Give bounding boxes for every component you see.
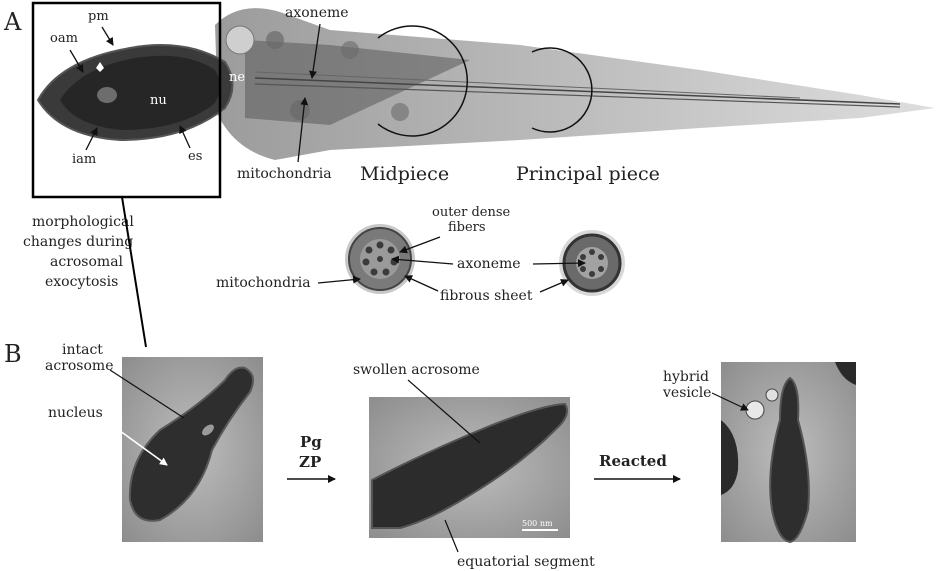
label-outer-dense-1: outer dense <box>432 205 511 220</box>
caption-line-4: exocytosis <box>45 274 118 290</box>
arrow-fibrous-sheet-right <box>539 279 569 293</box>
sperm-flagellum-image <box>215 8 935 160</box>
label-axoneme-top: axoneme <box>285 5 349 21</box>
label-oam: oam <box>50 31 78 46</box>
arrow-intact <box>109 369 185 419</box>
arrow-swollen <box>407 379 481 444</box>
midpiece-cross-section <box>345 224 415 294</box>
label-equatorial: equatorial segment <box>457 554 595 570</box>
label-zp: ZP <box>299 453 321 471</box>
label-outer-dense-2: fibers <box>448 220 486 235</box>
arrow-iam <box>85 127 98 151</box>
arrow-fibrous-sheet-left <box>404 275 439 292</box>
label-nu: nu <box>150 93 167 108</box>
inset-connector <box>121 196 147 348</box>
caption-line-1: morphological <box>32 214 134 230</box>
label-hybrid-2: vesicle <box>662 385 711 401</box>
label-principal-piece: Principal piece <box>516 163 660 185</box>
arrow-outer-dense <box>399 236 441 254</box>
principal-piece-bracket <box>531 47 593 133</box>
label-mitochondria-cs: mitochondria <box>216 275 311 291</box>
label-fibrous-sheet: fibrous sheet <box>440 288 533 304</box>
panel-label-a: A <box>3 8 22 36</box>
arrow-equatorial <box>444 519 459 553</box>
caption-line-2: changes during <box>23 234 133 250</box>
caption-line-3: acrosomal <box>50 254 124 270</box>
arrow-es <box>179 125 191 149</box>
arrow-mitochondria-top <box>297 97 309 163</box>
label-reacted: Reacted <box>599 452 667 470</box>
arrow-axoneme-cs-left <box>391 255 454 265</box>
panel-label-b: B <box>4 340 22 368</box>
head-inset-box <box>31 1 222 199</box>
label-hybrid-1: hybrid <box>663 369 709 385</box>
sperm-head-image <box>36 44 234 142</box>
arrow-nucleus <box>104 419 168 466</box>
label-intact-1: intact <box>62 342 103 358</box>
label-swollen: swollen acrosome <box>353 362 480 378</box>
label-pg: Pg <box>300 433 322 451</box>
arrow-pm <box>101 26 114 46</box>
label-mitochondria-top: mitochondria <box>237 166 332 182</box>
arrow-mitochondria-cs <box>317 275 361 284</box>
label-axoneme-cs: axoneme <box>457 256 521 272</box>
label-es: es <box>188 149 202 164</box>
reacted-sperm-image <box>721 362 856 544</box>
label-nucleus: nucleus <box>48 405 103 421</box>
arrow-oam <box>69 49 84 73</box>
intact-acrosome-image <box>122 357 263 542</box>
arrow-axoneme-cs-right <box>532 259 586 268</box>
label-pm: pm <box>88 9 109 24</box>
scalebar-label: 500 nm <box>522 519 553 528</box>
arrow-hybrid <box>711 392 749 411</box>
label-ne: ne <box>229 70 245 85</box>
swollen-acrosome-image <box>369 397 570 538</box>
arrow-axoneme-top <box>309 23 321 79</box>
label-midpiece: Midpiece <box>360 163 449 185</box>
midpiece-bracket <box>377 25 469 137</box>
label-iam: iam <box>72 152 96 167</box>
label-intact-2: acrosome <box>45 358 113 374</box>
